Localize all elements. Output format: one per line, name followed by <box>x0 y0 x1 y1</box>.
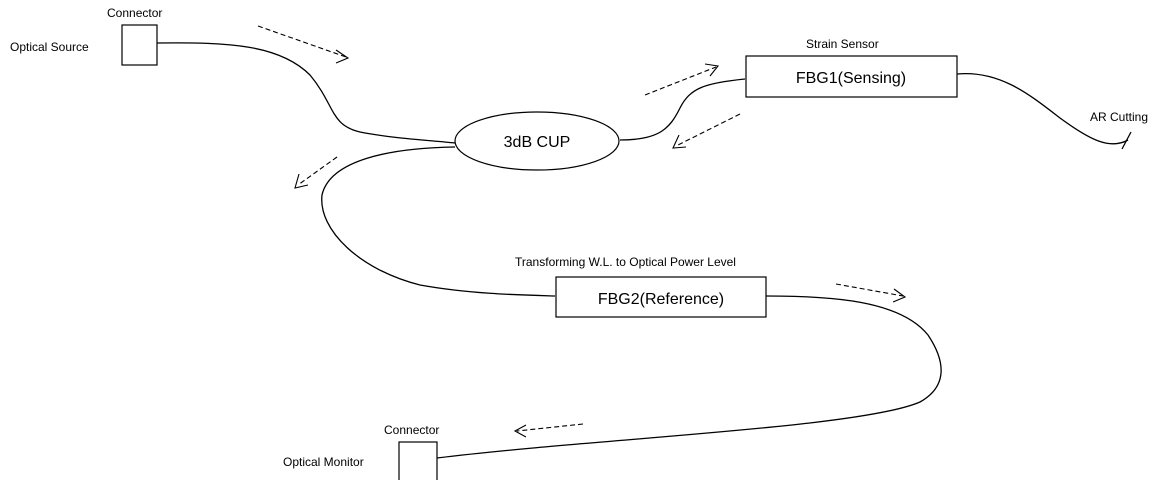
fbg2-box <box>555 276 767 318</box>
arrow-to-fbg2-path <box>294 156 338 189</box>
fbg1-label: FBG1(Sensing) <box>796 70 906 87</box>
optical-source-label: Optical Source <box>10 40 89 54</box>
transforming-label: Transforming W.L. to Optical Power Level <box>515 255 736 269</box>
arrow-from-fbg1 <box>672 113 741 149</box>
fiber-coupler-to-fbg1 <box>619 78 746 141</box>
ar-cutting-label: AR Cutting <box>1090 110 1148 124</box>
connector-bottom-label: Connector <box>384 423 439 437</box>
connector-top-label: Connector <box>107 6 162 20</box>
arrow-to-fbg1 <box>644 63 720 96</box>
strain-sensor-label: Strain Sensor <box>806 37 879 51</box>
arrow-source-forward <box>257 25 350 64</box>
coupler-label: 3dB CUP <box>504 134 571 151</box>
fbg2-label: FBG2(Reference) <box>598 291 724 308</box>
fiber-source-to-coupler <box>156 42 456 144</box>
connector-bottom-box <box>398 441 438 480</box>
arrow-to-monitor <box>513 423 584 438</box>
fbg1-box <box>745 55 958 98</box>
fiber-fbg2-to-monitor <box>436 295 942 459</box>
arrow-after-fbg2 <box>835 283 907 303</box>
fiber-coupler-to-fbg2 <box>321 146 556 297</box>
connector-top-box <box>121 24 158 66</box>
optical-monitor-label: Optical Monitor <box>283 455 364 469</box>
ar-cutting-end-mark <box>1121 131 1132 150</box>
coupler-ellipse <box>454 111 620 171</box>
fiber-fbg1-to-ar <box>956 72 1129 145</box>
